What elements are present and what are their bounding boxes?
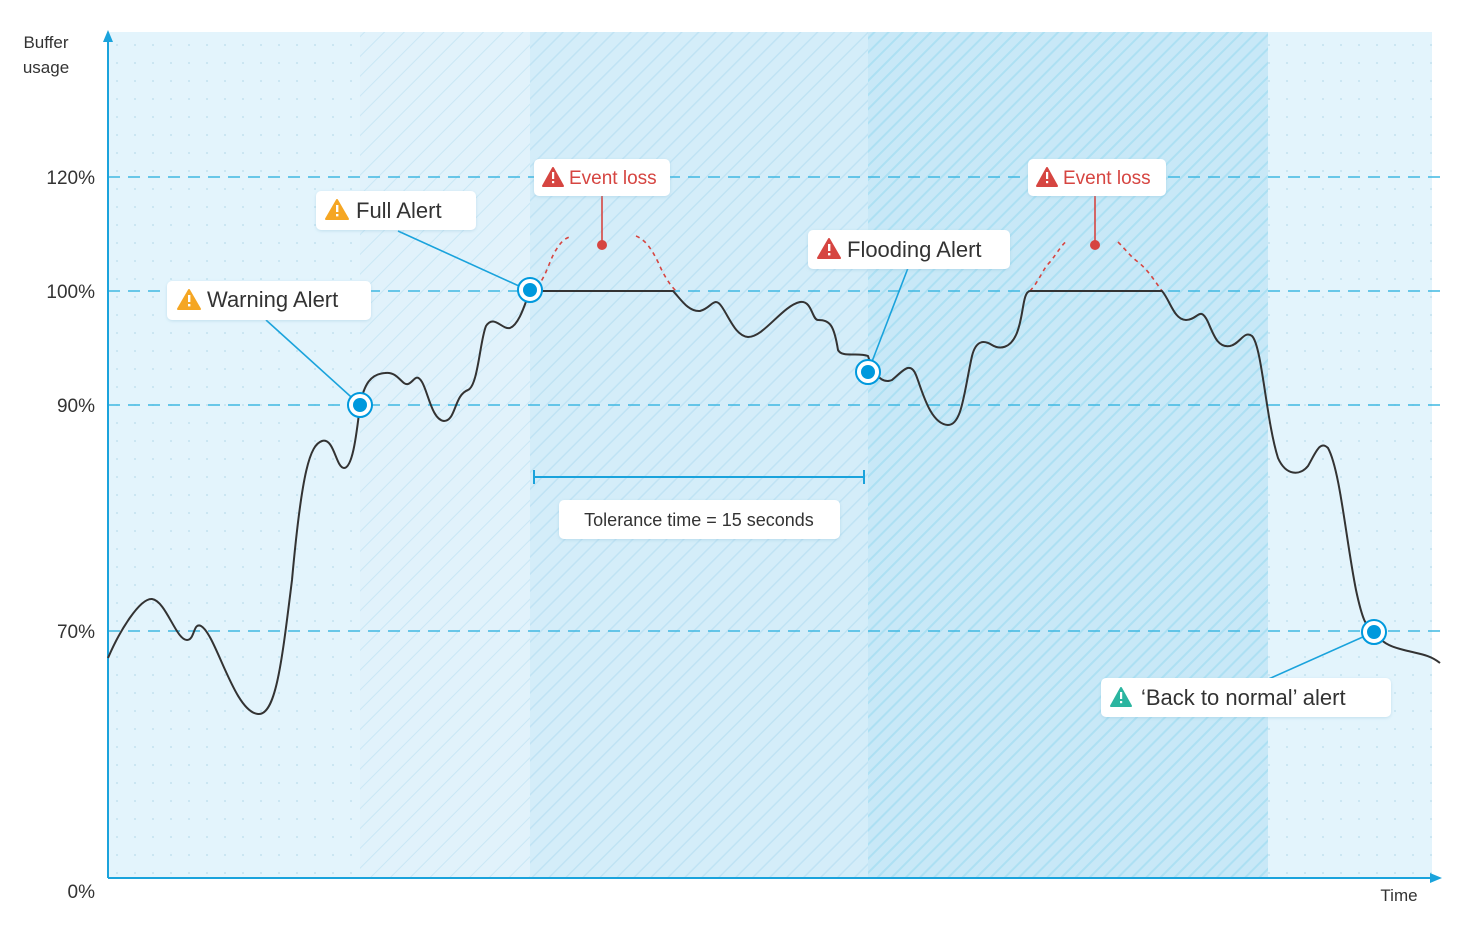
y-tick-70: 70% xyxy=(57,622,95,643)
tolerance-label: Tolerance time = 15 seconds xyxy=(584,510,814,530)
y-axis-arrow xyxy=(103,30,113,42)
event-loss-label-1: Event loss xyxy=(569,168,657,189)
flooding-alert-label: Flooding Alert xyxy=(847,237,982,262)
full-zone xyxy=(530,32,868,877)
back-to-normal-leader xyxy=(1263,631,1375,682)
warning-triangle-icon xyxy=(1036,167,1058,187)
warning-alert-callout: Warning Alert xyxy=(167,281,371,320)
x-axis-arrow xyxy=(1430,873,1442,883)
warning-triangle-icon xyxy=(542,167,564,187)
event-loss-label-2: Event loss xyxy=(1063,168,1151,189)
x-axis-title: Time xyxy=(1380,886,1417,905)
alert-markers xyxy=(347,277,1387,645)
warning-triangle-icon xyxy=(177,289,201,310)
y-axis-title-line2: usage xyxy=(23,58,69,77)
event-loss-overflow xyxy=(529,235,1163,292)
buffer-usage-curve xyxy=(107,290,1441,716)
full-alert-callout: Full Alert xyxy=(316,191,476,230)
full-leader xyxy=(397,230,531,292)
warning-triangle-icon xyxy=(325,199,349,220)
axes xyxy=(103,30,1442,883)
flooding-zone xyxy=(868,32,1268,877)
tolerance-bracket xyxy=(533,470,865,484)
back-to-normal-marker xyxy=(1361,619,1387,645)
y-tick-100: 100% xyxy=(46,282,95,303)
back-to-normal-label: ‘Back to normal’ alert xyxy=(1141,685,1346,710)
y-tick-120: 120% xyxy=(46,168,95,189)
warning-marker xyxy=(347,392,373,418)
callout-leaders xyxy=(265,230,1375,682)
full-alert-label: Full Alert xyxy=(356,198,442,223)
event-loss-callout-2: Event loss xyxy=(1028,159,1166,196)
warning-triangle-icon xyxy=(1110,687,1132,707)
warning-zone xyxy=(360,32,530,877)
threshold-lines xyxy=(108,176,1440,632)
full-marker xyxy=(517,277,543,303)
tolerance-callout: Tolerance time = 15 seconds xyxy=(559,500,840,539)
event-loss-callout-1: Event loss xyxy=(534,159,670,196)
flooding-alert-callout: Flooding Alert xyxy=(808,230,1010,269)
y-tick-0: 0% xyxy=(68,882,96,903)
y-axis-title-line1: Buffer xyxy=(23,33,68,52)
warning-triangle-icon xyxy=(817,238,841,259)
back-to-normal-callout: ‘Back to normal’ alert xyxy=(1101,678,1391,717)
warning-alert-label: Warning Alert xyxy=(207,287,338,312)
flooding-marker xyxy=(855,359,881,385)
warning-leader xyxy=(265,319,361,406)
flooding-leader xyxy=(867,267,909,373)
event-loss-leaders xyxy=(597,196,1100,250)
y-tick-90: 90% xyxy=(57,396,95,417)
